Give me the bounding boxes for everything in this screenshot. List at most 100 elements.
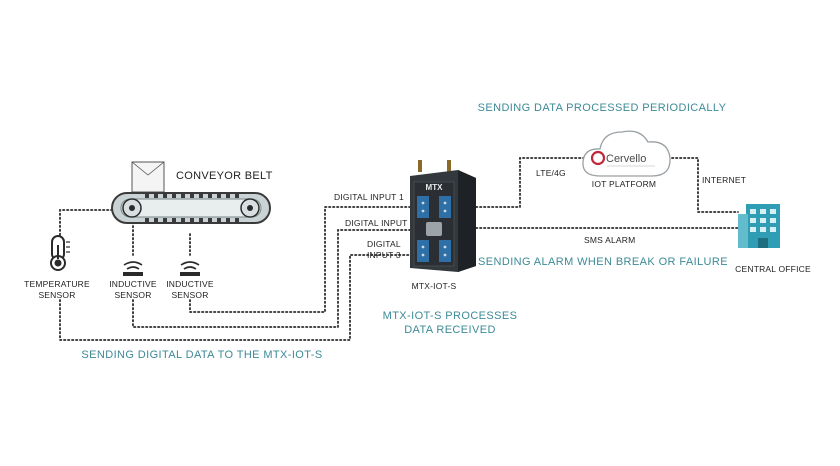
signal-wave-icon — [183, 266, 197, 270]
belt-tooth — [181, 194, 185, 198]
terminal-block — [439, 240, 451, 262]
belt-tooth — [235, 194, 239, 198]
belt-tooth — [208, 194, 212, 198]
signal-wave-icon — [123, 261, 143, 266]
belt-inner — [120, 198, 262, 218]
cloud-icon — [582, 130, 671, 177]
internet-label: INTERNET — [702, 175, 746, 185]
digital-input-3-label-2: INPUT 3 — [367, 250, 401, 260]
screw-icon — [443, 245, 447, 249]
lte-label: LTE/4G — [536, 168, 566, 178]
building-window-icon — [750, 209, 756, 214]
building-windows — [750, 209, 776, 232]
connection-lines — [59, 157, 739, 341]
iot-platform-label: IOT PLATFORM — [592, 179, 656, 189]
building-window-icon — [750, 218, 756, 223]
belt-tooth — [190, 218, 194, 222]
line-temp-to-belt — [59, 209, 133, 236]
caption-processes-1: MTX-IOT-S PROCESSES — [383, 310, 518, 322]
screw-icon — [443, 253, 447, 257]
building-door-icon — [758, 238, 768, 248]
belt-tooth — [199, 218, 203, 222]
screw-icon — [443, 201, 447, 205]
gear-left-hub — [129, 205, 135, 211]
digital-input-3-label-1: DIGITAL — [367, 239, 401, 249]
inductive-sensor-2: INDUCTIVE SENSOR — [166, 261, 214, 300]
building-window-icon — [770, 227, 776, 232]
cervello-label: Cervello — [606, 153, 646, 165]
iot-platform: Cervello IOT PLATFORM — [582, 130, 671, 189]
caption-sending-alarm: SENDING ALARM WHEN BREAK OR FAILURE — [478, 256, 728, 268]
belt-tooth — [145, 194, 149, 198]
cervello-logo-icon — [590, 150, 606, 166]
digital-input-1-label: DIGITAL INPUT 1 — [334, 192, 404, 202]
belt-tooth — [163, 218, 167, 222]
belt-tooth — [217, 218, 221, 222]
screw-icon — [443, 209, 447, 213]
belt-tooth — [172, 218, 176, 222]
inductive-sensor-1-label-1: INDUCTIVE — [109, 279, 157, 289]
belt-teeth — [145, 194, 239, 222]
gear-right-hub — [247, 205, 253, 211]
line-digital-input-2 — [132, 229, 411, 328]
terminal-block — [439, 196, 451, 218]
belt-tooth — [199, 194, 203, 198]
signal-wave-icon — [180, 261, 200, 266]
belt-tooth — [190, 194, 194, 198]
device-name-label: MTX-IOT-S — [412, 281, 457, 291]
building-window-icon — [760, 218, 766, 223]
antenna-icon — [447, 160, 451, 172]
belt-tooth — [154, 194, 158, 198]
line-digital-input-1 — [189, 206, 411, 313]
conveyor-belt: CONVEYOR BELT — [111, 161, 273, 224]
belt-tooth — [181, 218, 185, 222]
terminal-block — [417, 196, 429, 218]
line-device-to-cloud — [475, 157, 586, 208]
serial-port-icon — [426, 222, 442, 236]
line-cloud-to-office — [667, 157, 739, 213]
caption-processes-2: DATA RECEIVED — [404, 324, 496, 336]
inductive-sensor-2-label-2: SENSOR — [171, 290, 208, 300]
building-window-icon — [760, 209, 766, 214]
temperature-sensor-label-2: SENSOR — [38, 290, 75, 300]
signal-wave-icon — [126, 266, 140, 270]
belt-tooth — [208, 218, 212, 222]
temperature-sensor-label-1: TEMPERATURE — [24, 279, 90, 289]
box-icon — [131, 161, 165, 193]
inductive-sensor-1-label-2: SENSOR — [114, 290, 151, 300]
belt-tooth — [235, 218, 239, 222]
belt-tooth — [163, 194, 167, 198]
belt-tooth — [217, 194, 221, 198]
terminal-block — [417, 240, 429, 262]
mtx-iot-s-device: MTX MTX-IOT-S — [410, 160, 476, 291]
temperature-sensor: TEMPERATURE SENSOR — [24, 235, 90, 300]
digital-input-2-label: DIGITAL INPUT 2 — [345, 218, 415, 228]
line-digital-input-3 — [59, 254, 411, 341]
central-office: CENTRAL OFFICE — [735, 204, 811, 274]
device-logo: MTX — [426, 183, 444, 192]
central-office-label: CENTRAL OFFICE — [735, 264, 811, 274]
box-flap-icon — [131, 161, 165, 176]
building-window-icon — [770, 209, 776, 214]
screw-icon — [421, 253, 425, 257]
inductive-sensor-1: INDUCTIVE SENSOR — [109, 261, 157, 300]
belt-tooth — [172, 194, 176, 198]
building-window-icon — [770, 218, 776, 223]
caption-sending-digital: SENDING DIGITAL DATA TO THE MTX-IOT-S — [81, 349, 322, 361]
conveyor-belt-label: CONVEYOR BELT — [176, 170, 273, 182]
screw-icon — [421, 245, 425, 249]
screw-icon — [421, 209, 425, 213]
belt-tooth — [145, 218, 149, 222]
belt-tooth — [154, 218, 158, 222]
sensor-base-icon — [180, 272, 200, 276]
belt-tooth — [226, 194, 230, 198]
screw-icon — [421, 201, 425, 205]
thermometer-bulb-fill — [54, 259, 62, 267]
sms-alarm-label: SMS ALARM — [584, 235, 635, 245]
inductive-sensor-2-label-1: INDUCTIVE — [166, 279, 214, 289]
device-side — [458, 170, 476, 272]
building-wing-icon — [738, 214, 748, 248]
antenna-icon — [418, 160, 422, 172]
